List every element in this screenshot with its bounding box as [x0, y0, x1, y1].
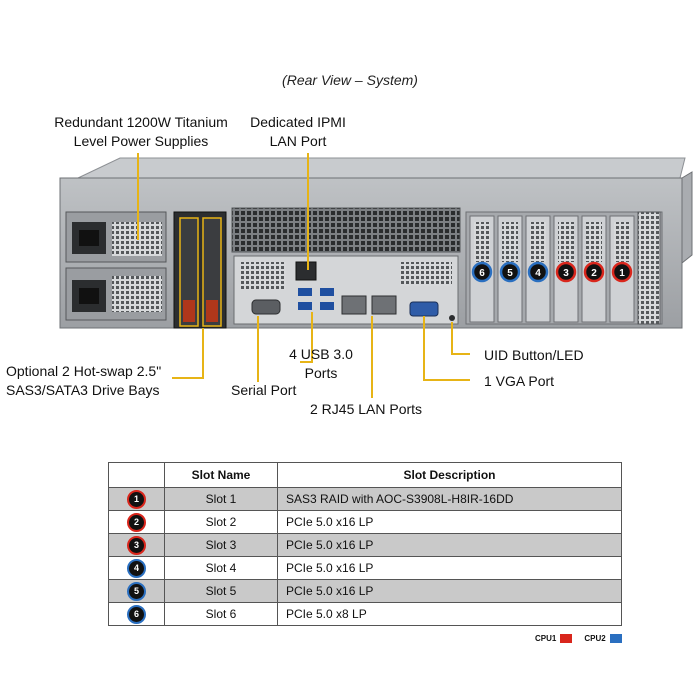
legend-cpu1-swatch [560, 634, 573, 643]
slot-number-badge: 6 [127, 604, 146, 624]
rj45-port [371, 295, 397, 315]
slot-name: Slot 3 [164, 533, 278, 557]
slot-name: Slot 2 [164, 510, 278, 534]
pcie-bracket-vent [586, 222, 602, 262]
slot-badge-cell: 4 [108, 556, 165, 580]
slot-description: PCIe 5.0 x16 LP [277, 556, 622, 580]
header-slot-description: Slot Description [277, 462, 622, 488]
slot-number-badge: 3 [127, 535, 146, 555]
vga-port [409, 301, 439, 317]
slot-description: PCIe 5.0 x16 LP [277, 510, 622, 534]
uid-button [449, 315, 455, 321]
usb-port [320, 302, 334, 310]
uid-label: UID Button/LED [484, 347, 584, 363]
slot-name: Slot 1 [164, 487, 278, 511]
power-supply-1 [65, 211, 167, 263]
pcie-bracket-vent [502, 222, 518, 262]
pcie-bracket-vent [474, 222, 490, 262]
slot-description: PCIe 5.0 x16 LP [277, 579, 622, 603]
io-vent [231, 207, 461, 253]
ipmi-lan-port [295, 261, 317, 281]
chassis-rear-view: 6 5 4 3 2 1 [59, 153, 693, 398]
slot-badge-cell: 6 [108, 602, 165, 626]
slot-badge-number: 6 [479, 268, 485, 279]
callout-lines [137, 153, 470, 398]
slot-badge-circle [499, 261, 521, 283]
power-supply-2 [65, 267, 167, 321]
slot-number-badge: 4 [127, 558, 146, 578]
cpu-legend: CPU1 CPU2 [535, 634, 622, 643]
diagram-caption: (Rear View – System) [282, 72, 418, 88]
psu-label: Redundant 1200W Titanium Level Power Sup… [54, 114, 228, 149]
slot-badge-cell: 5 [108, 579, 165, 603]
rj45-label: 2 RJ45 LAN Ports [310, 401, 423, 417]
slot-badge-number: 2 [591, 268, 597, 279]
usb-port [320, 288, 334, 296]
legend-cpu2-swatch [609, 634, 622, 643]
serial-port-label: Serial Port [231, 382, 297, 398]
slot-name: Slot 6 [164, 602, 278, 626]
slot-badge-number: 5 [507, 268, 513, 279]
chassis-top [77, 157, 686, 179]
slot-number-badge: 5 [127, 581, 146, 601]
slot-number-badge: 1 [127, 489, 146, 509]
slot-badge-number: 4 [535, 268, 541, 279]
slot-badge-number: 1 [619, 268, 625, 279]
pcie-bracket-vent [614, 222, 630, 262]
ipmi-label: Dedicated IPMI LAN Port [250, 114, 346, 149]
slot-name: Slot 5 [164, 579, 278, 603]
drive-bays [173, 211, 227, 329]
slot-badge-number: 3 [563, 268, 569, 279]
slot-badge-circle [527, 261, 549, 283]
slot-badge-cell: 3 [108, 533, 165, 557]
slot-table-header: Slot Name Slot Description [108, 462, 622, 488]
legend-cpu2-label: CPU2 [584, 634, 606, 643]
drive-bays-label: Optional 2 Hot-swap 2.5" SAS3/SATA3 Driv… [6, 363, 162, 398]
pcie-bracket-vent [530, 222, 546, 262]
legend-cpu1-label: CPU1 [535, 634, 557, 643]
usb-port [298, 288, 312, 296]
io-shield [233, 255, 459, 325]
slot-badge-cell: 1 [108, 487, 165, 511]
pcie-bracket-vent [558, 222, 574, 262]
slot-description: PCIe 5.0 x16 LP [277, 533, 622, 557]
slot-number-badge: 2 [127, 512, 146, 532]
vga-label: 1 VGA Port [484, 373, 555, 389]
slot-description: SAS3 RAID with AOC-S3908L-H8IR-16DD [277, 487, 622, 511]
usb-label: 4 USB 3.0 Ports [289, 346, 353, 381]
slot-badge-circle [471, 261, 493, 283]
slot-description: PCIe 5.0 x8 LP [277, 602, 622, 626]
slot-badge-circle [611, 261, 633, 283]
rj45-port [341, 295, 367, 315]
serial-port [251, 299, 281, 315]
usb-port [298, 302, 312, 310]
slot-badge-circle [555, 261, 577, 283]
slot-name: Slot 4 [164, 556, 278, 580]
header-slot-name: Slot Name [164, 462, 278, 488]
header-icon-column [108, 462, 165, 488]
slot-badge-cell: 2 [108, 510, 165, 534]
slot-badge-circle [583, 261, 605, 283]
